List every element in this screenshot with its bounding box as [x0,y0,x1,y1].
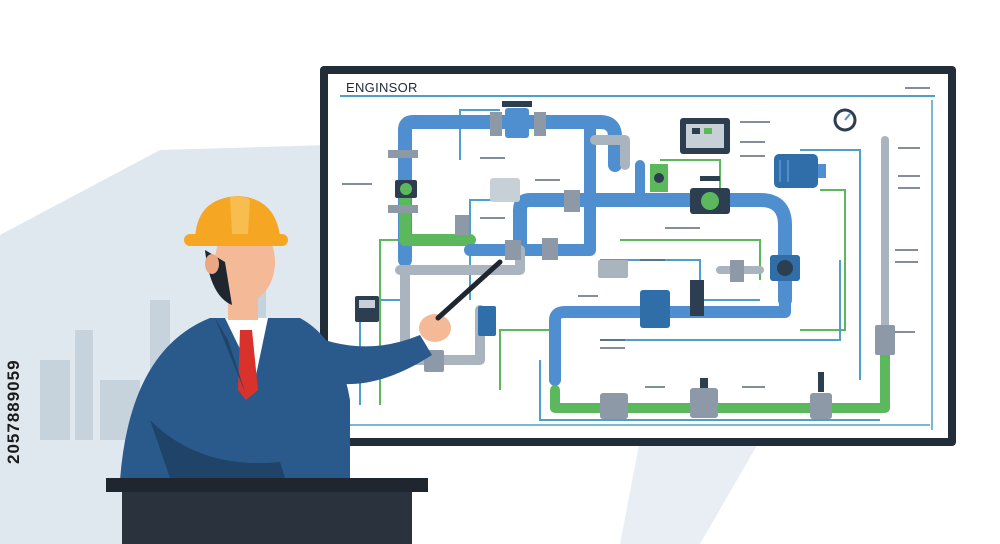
diagram-label-marks [342,87,930,388]
pointer-stick-icon [435,259,503,321]
pump-motor-icon [774,154,826,188]
ear [205,254,219,274]
podium [106,478,428,544]
valve-icon [388,101,895,419]
control-panel-icon [680,118,730,154]
tie [238,330,258,400]
hard-hat-icon [184,196,288,246]
board-title: ENGINSOR [346,80,418,95]
suit-lapel [215,318,245,392]
suit-torso [120,318,350,480]
backdrop-panel-right [620,440,760,544]
side-stock-number: 2057889059 [4,359,23,465]
pressure-gauge-icon [355,108,857,322]
presenter [120,222,451,480]
resting-arm [150,420,285,478]
pointing-arm [300,330,432,385]
pointing-hand [419,314,451,342]
